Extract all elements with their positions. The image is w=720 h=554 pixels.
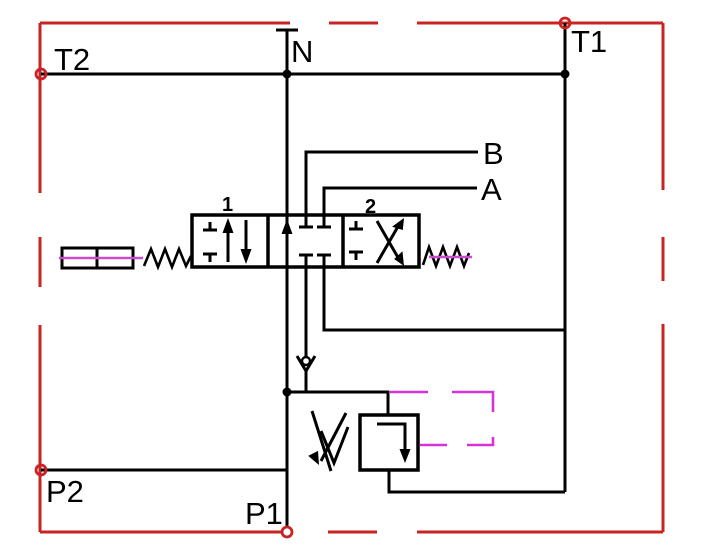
valve-neutral-paths bbox=[299, 225, 331, 257]
neutral-up-arrowhead bbox=[281, 219, 293, 234]
relief-feed-line bbox=[287, 390, 390, 415]
t1-port-marker bbox=[558, 16, 572, 30]
enclosure-boundary bbox=[38, 21, 665, 534]
port-label-n: N bbox=[291, 34, 314, 69]
valve-position-2-paths bbox=[349, 220, 402, 264]
port-label-p2: P2 bbox=[46, 474, 84, 509]
port-label-a: A bbox=[481, 172, 502, 207]
p2-port-marker bbox=[34, 463, 48, 477]
valve-position-label-2: 2 bbox=[365, 196, 377, 218]
directional-valve-symbol bbox=[190, 213, 421, 269]
adjustable-spring-icon bbox=[310, 410, 350, 472]
pos2-cross-arrowhead-down bbox=[394, 251, 404, 266]
relief-out-line bbox=[387, 470, 565, 494]
valve-position-1-paths bbox=[203, 220, 248, 262]
adjustable-spring-arrowhead bbox=[308, 450, 319, 465]
spring-left-icon bbox=[142, 245, 193, 271]
relief-valve-symbol bbox=[358, 413, 420, 472]
valve-position-label-1: 1 bbox=[222, 194, 234, 216]
pos2-cross-arrowhead-up bbox=[392, 218, 404, 231]
pos1-down-arrowhead bbox=[240, 249, 252, 264]
port-label-t2: T2 bbox=[54, 42, 91, 77]
check-valve-icon bbox=[295, 355, 317, 374]
b-line bbox=[304, 150, 478, 227]
port-label-p1: P1 bbox=[245, 496, 283, 531]
t2-port-marker bbox=[34, 67, 48, 81]
port-label-b: B bbox=[483, 136, 504, 171]
junction-dots bbox=[282, 69, 570, 397]
pos1-up-arrowhead bbox=[222, 218, 234, 233]
port-label-t1: T1 bbox=[571, 24, 608, 59]
main-lines bbox=[41, 23, 567, 527]
port-marker-circles bbox=[34, 16, 572, 539]
p1-port-marker bbox=[280, 525, 294, 539]
pilot-option-dashed-box bbox=[390, 390, 495, 447]
actuator-pilot-lines bbox=[59, 255, 472, 260]
carryover-line bbox=[322, 255, 565, 332]
